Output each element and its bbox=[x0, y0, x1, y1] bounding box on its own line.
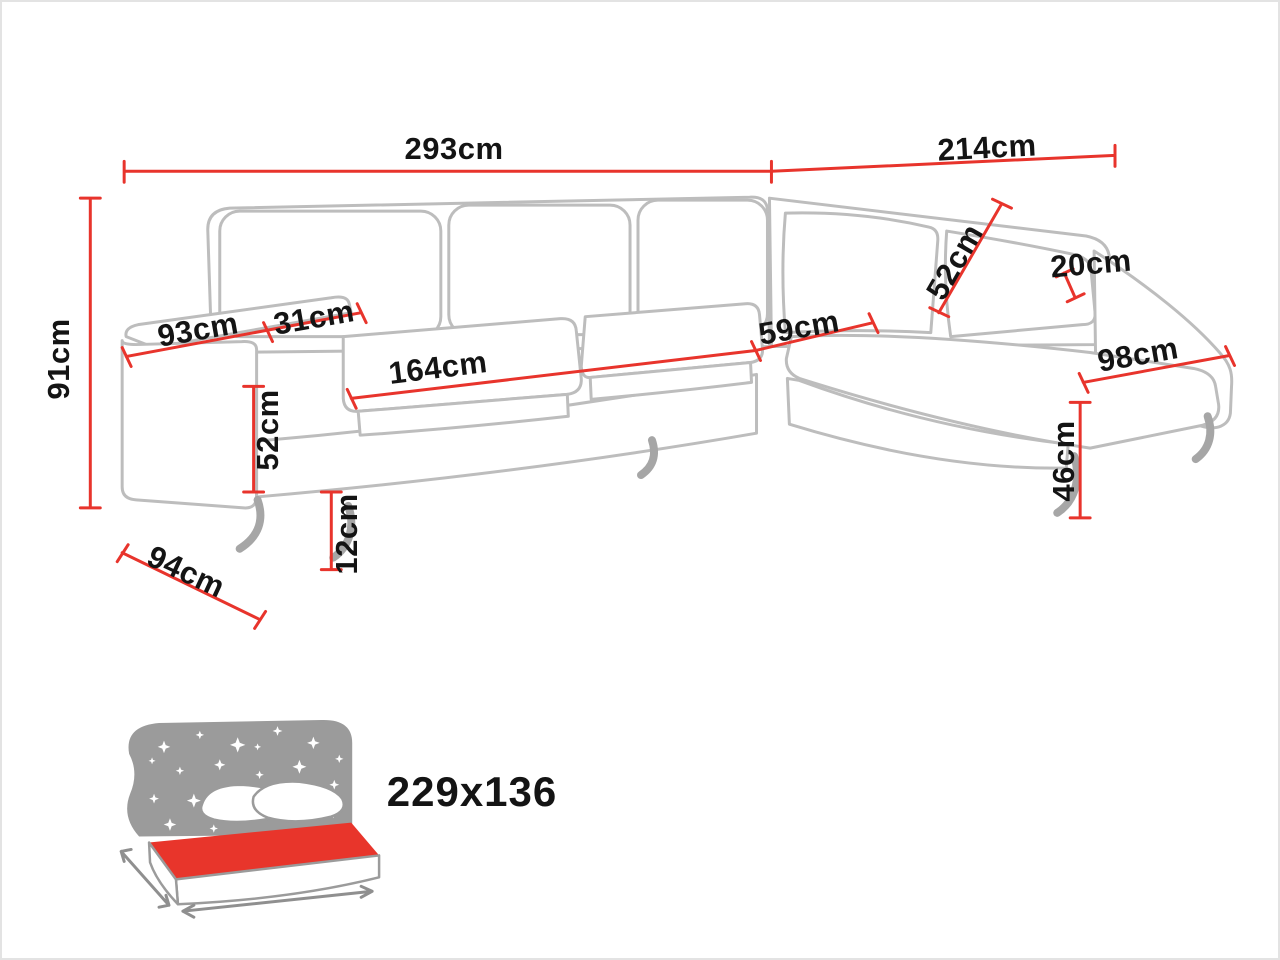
pillows bbox=[199, 780, 346, 824]
bed-size-arrows bbox=[119, 847, 374, 919]
sofa-legs bbox=[235, 412, 1215, 562]
mattress-surface bbox=[149, 822, 380, 880]
sofa-outline bbox=[120, 195, 1234, 510]
bed-base bbox=[147, 841, 381, 906]
sleeping-function-icon bbox=[119, 719, 381, 919]
dimension-lines bbox=[78, 143, 1237, 630]
